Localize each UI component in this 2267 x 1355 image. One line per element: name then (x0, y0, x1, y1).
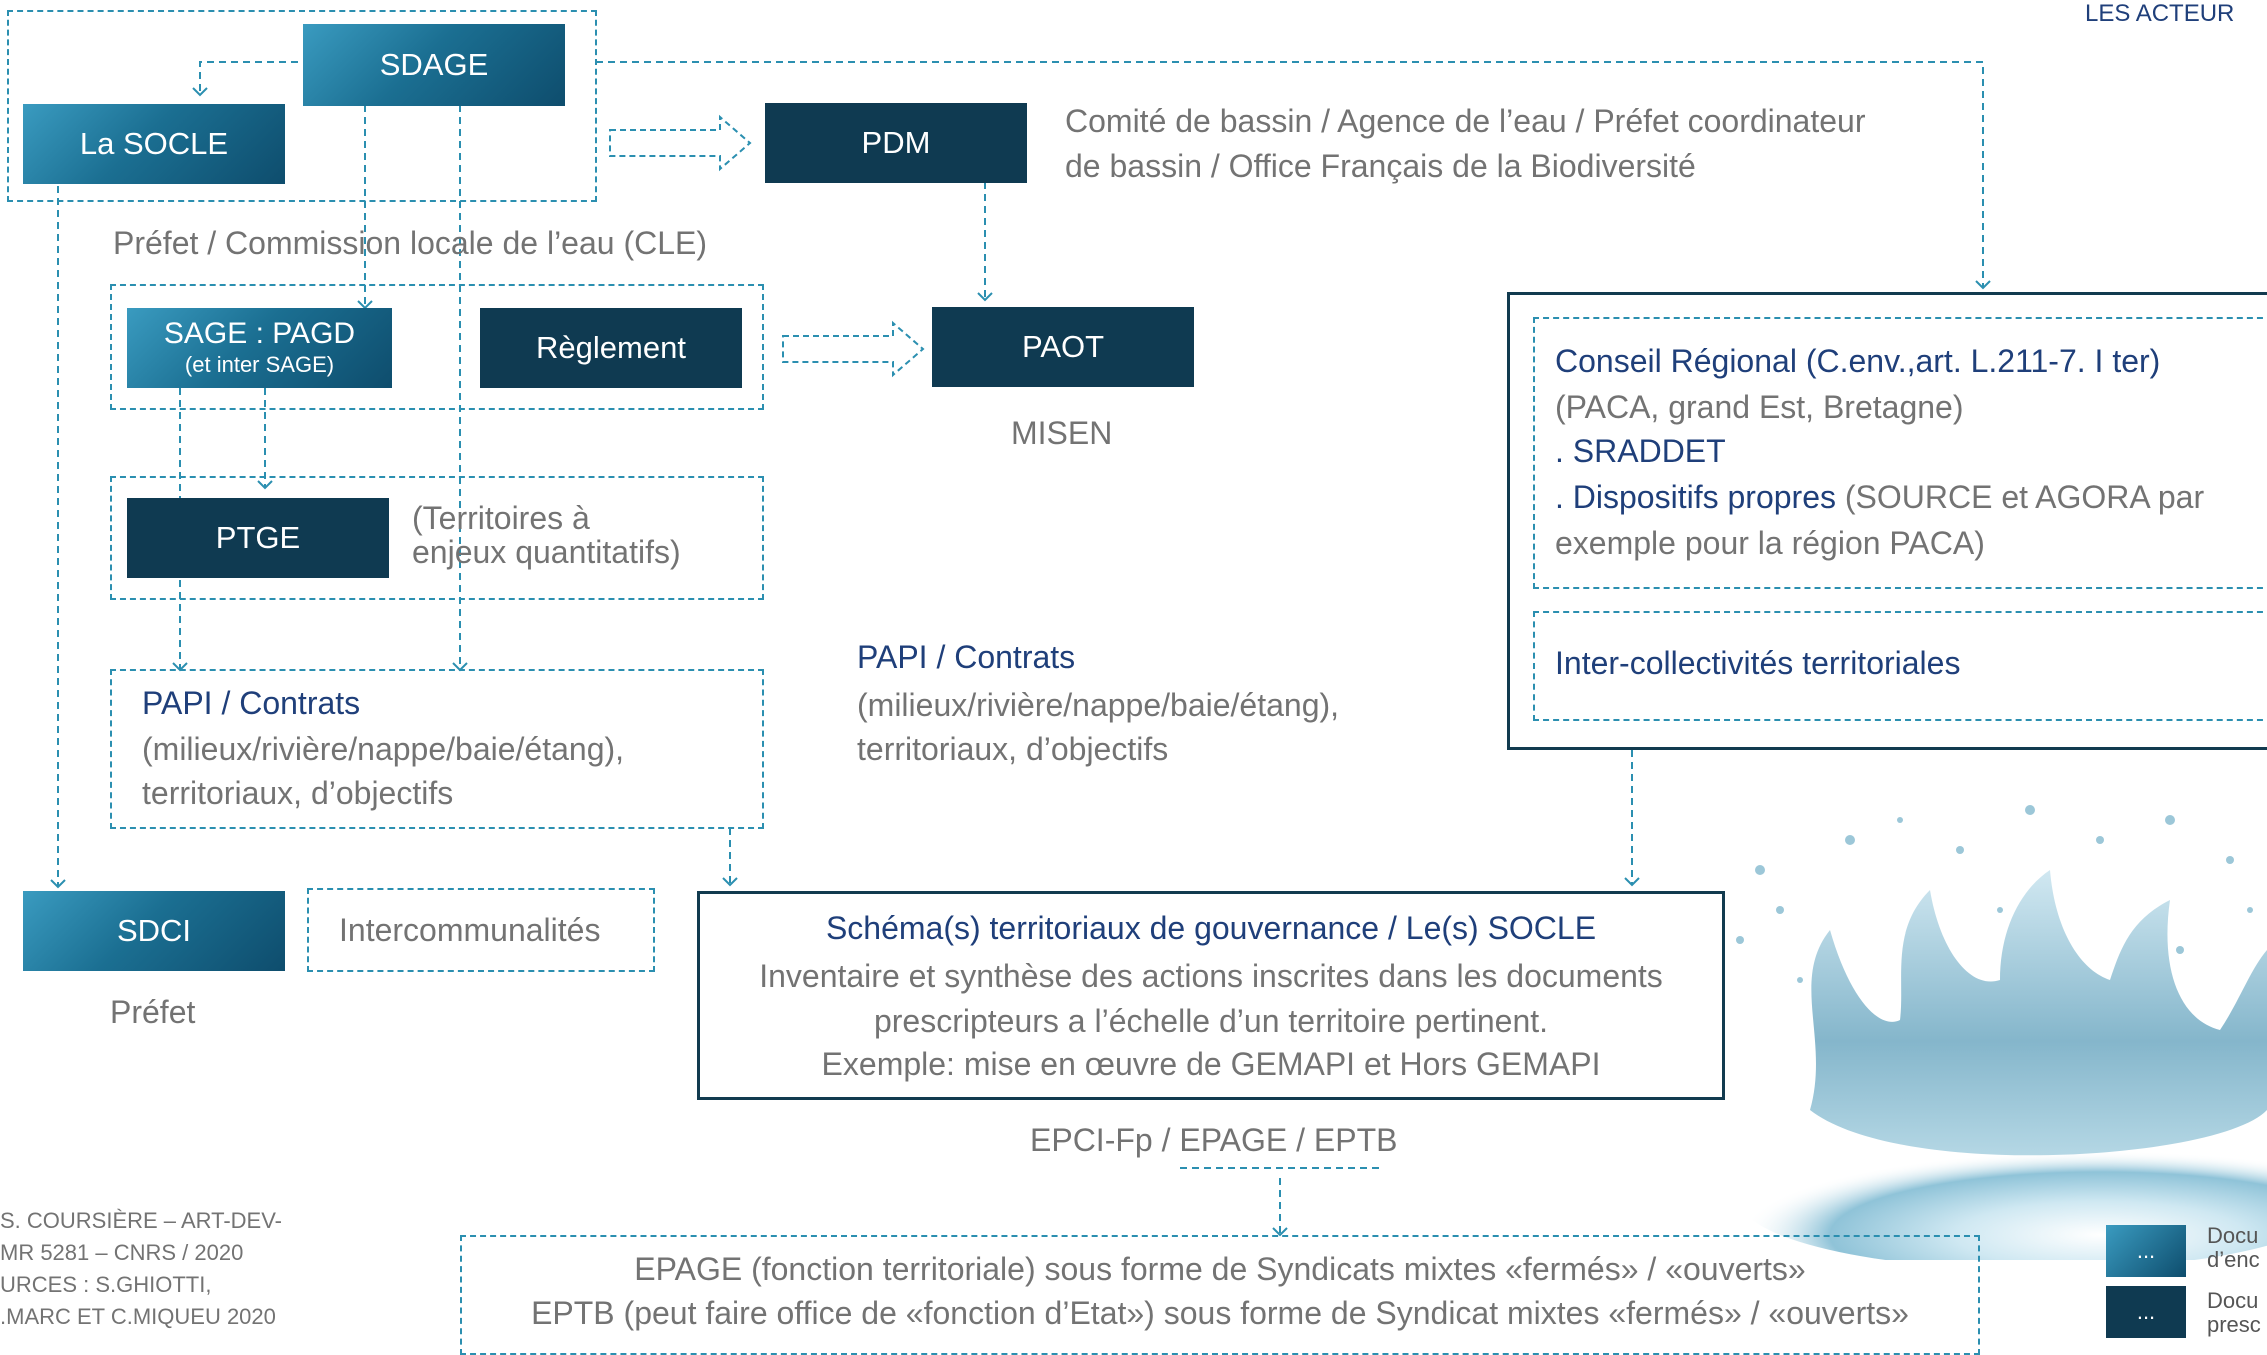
legend-item1-line1: Docu (2207, 1223, 2259, 1248)
header-corner-title: LES ACTEUR (2085, 0, 2235, 27)
credits-line2: MR 5281 – CNRS / 2020 (0, 1240, 244, 1265)
legend-item2-line1: Docu (2207, 1288, 2259, 1313)
legend-item2-text: Docu presc (2207, 1289, 2261, 1337)
epage-eptb-frame: EPAGE (fonction territoriale) sous forme… (460, 1235, 1980, 1355)
legend-item1-line2: d’enc (2207, 1247, 2260, 1272)
pdm-label: PDM (861, 125, 931, 160)
papi-right-title: PAPI / Contrats (857, 639, 1076, 675)
prefet-label: Préfet (110, 994, 196, 1030)
schema-line1: Inventaire et synthèse des actions inscr… (759, 958, 1663, 994)
conseil-regional-title: Conseil Régional (C.env.,art. L.211-7. I… (1555, 343, 2161, 379)
sdage-label: SDAGE (379, 47, 489, 82)
sage-group-frame (110, 284, 764, 410)
dispositifs-rest: (SOURCE et AGORA par (1835, 479, 2205, 515)
papi-right-line1: (milieux/rivière/nappe/baie/étang), (857, 687, 1340, 723)
reglement-box: Règlement (480, 308, 742, 388)
schema-line3: Exemple: mise en œuvre de GEMAPI et Hors… (821, 1046, 1601, 1082)
regional-block (1507, 292, 2267, 750)
paot-box: PAOT (932, 307, 1194, 387)
conseil-regional-frame: Conseil Régional (C.env.,art. L.211-7. I… (1533, 317, 2267, 589)
sdage-box: SDAGE (303, 24, 565, 106)
ptge-group-frame (110, 476, 764, 600)
ptge-note-line2: enjeux quantitatifs) (412, 534, 681, 570)
dispositifs-title: . Dispositifs propres (1555, 479, 1836, 515)
sdci-label: SDCI (116, 913, 192, 948)
dispositifs-line2: exemple pour la région PACA) (1555, 525, 1985, 561)
ptge-label: PTGE (215, 520, 301, 555)
prefet-cle-label: Préfet / Commission locale de l’eau (CLE… (113, 225, 708, 261)
credits-line3: URCES : S.GHIOTTI, (0, 1272, 212, 1297)
sage-label: SAGE : PAGD (163, 317, 356, 350)
legend-item1-text: Docu d’enc (2207, 1224, 2260, 1272)
sage-box: SAGE : PAGD (et inter SAGE) (127, 308, 392, 388)
legend-item2-line2: presc (2207, 1312, 2261, 1337)
intercommunalites-label: Intercommunalités (339, 912, 601, 948)
eptb-line: EPTB (peut faire office de «fonction d’E… (531, 1295, 1909, 1331)
ptge-note-line1: (Territoires à (412, 500, 590, 536)
papi-left-title: PAPI / Contrats (142, 685, 361, 721)
inter-collectivites-frame: Inter-collectivités territoriales (1533, 611, 2267, 721)
credits-block: S. COURSIÈRE – ART-DEV- MR 5281 – CNRS /… (0, 1205, 282, 1333)
pdm-actors-line2: de bassin / Office Français de la Biodiv… (1065, 148, 1696, 184)
epage-line: EPAGE (fonction territoriale) sous forme… (634, 1251, 1806, 1287)
schema-line2: prescripteurs a l’échelle d’un territoir… (873, 1003, 1549, 1039)
schema-box: Schéma(s) territoriaux de gouvernance / … (697, 891, 1725, 1100)
papi-left-line1: (milieux/rivière/nappe/baie/étang), (142, 731, 625, 767)
reglement-label: Règlement (536, 330, 686, 365)
socle-box: La SOCLE (23, 104, 285, 184)
sage-sublabel: (et inter SAGE) (184, 352, 335, 377)
sdci-box: SDCI (23, 891, 285, 971)
sraddet-label: . SRADDET (1555, 433, 1726, 469)
sdage-group-frame (7, 10, 597, 202)
intercommunalites-frame: Intercommunalités (307, 888, 655, 972)
legend-item1-swatch: ... (2106, 1225, 2186, 1277)
inter-collectivites-label: Inter-collectivités territoriales (1555, 645, 1961, 681)
socle-label: La SOCLE (79, 126, 229, 161)
ptge-box: PTGE (127, 498, 389, 578)
dispositifs-line: . Dispositifs propres (SOURCE et AGORA p… (1555, 479, 2204, 516)
papi-left-line2: territoriaux, d’objectifs (142, 775, 454, 811)
credits-line1: S. COURSIÈRE – ART-DEV- (0, 1208, 283, 1233)
legend-item2-symbol: ... (2136, 1299, 2156, 1324)
papi-left-frame: PAPI / Contrats (milieux/rivière/nappe/b… (110, 669, 764, 829)
pdm-actors-line1: Comité de bassin / Agence de l’eau / Pré… (1065, 103, 1866, 139)
credits-line4: .MARC ET C.MIQUEU 2020 (0, 1304, 276, 1329)
paot-label: PAOT (1021, 329, 1105, 364)
papi-right-line2: territoriaux, d’objectifs (857, 731, 1169, 767)
legend-item1-symbol: ... (2136, 1238, 2156, 1263)
misen-label: MISEN (1011, 415, 1113, 451)
pdm-box: PDM (765, 103, 1027, 183)
schema-title: Schéma(s) territoriaux de gouvernance / … (825, 910, 1597, 946)
epci-label: EPCI-Fp / EPAGE / EPTB (1030, 1122, 1398, 1158)
water-splash-image (1736, 805, 2267, 1260)
conseil-regions: (PACA, grand Est, Bretagne) (1555, 389, 1964, 425)
legend-item2-swatch: ... (2106, 1286, 2186, 1338)
